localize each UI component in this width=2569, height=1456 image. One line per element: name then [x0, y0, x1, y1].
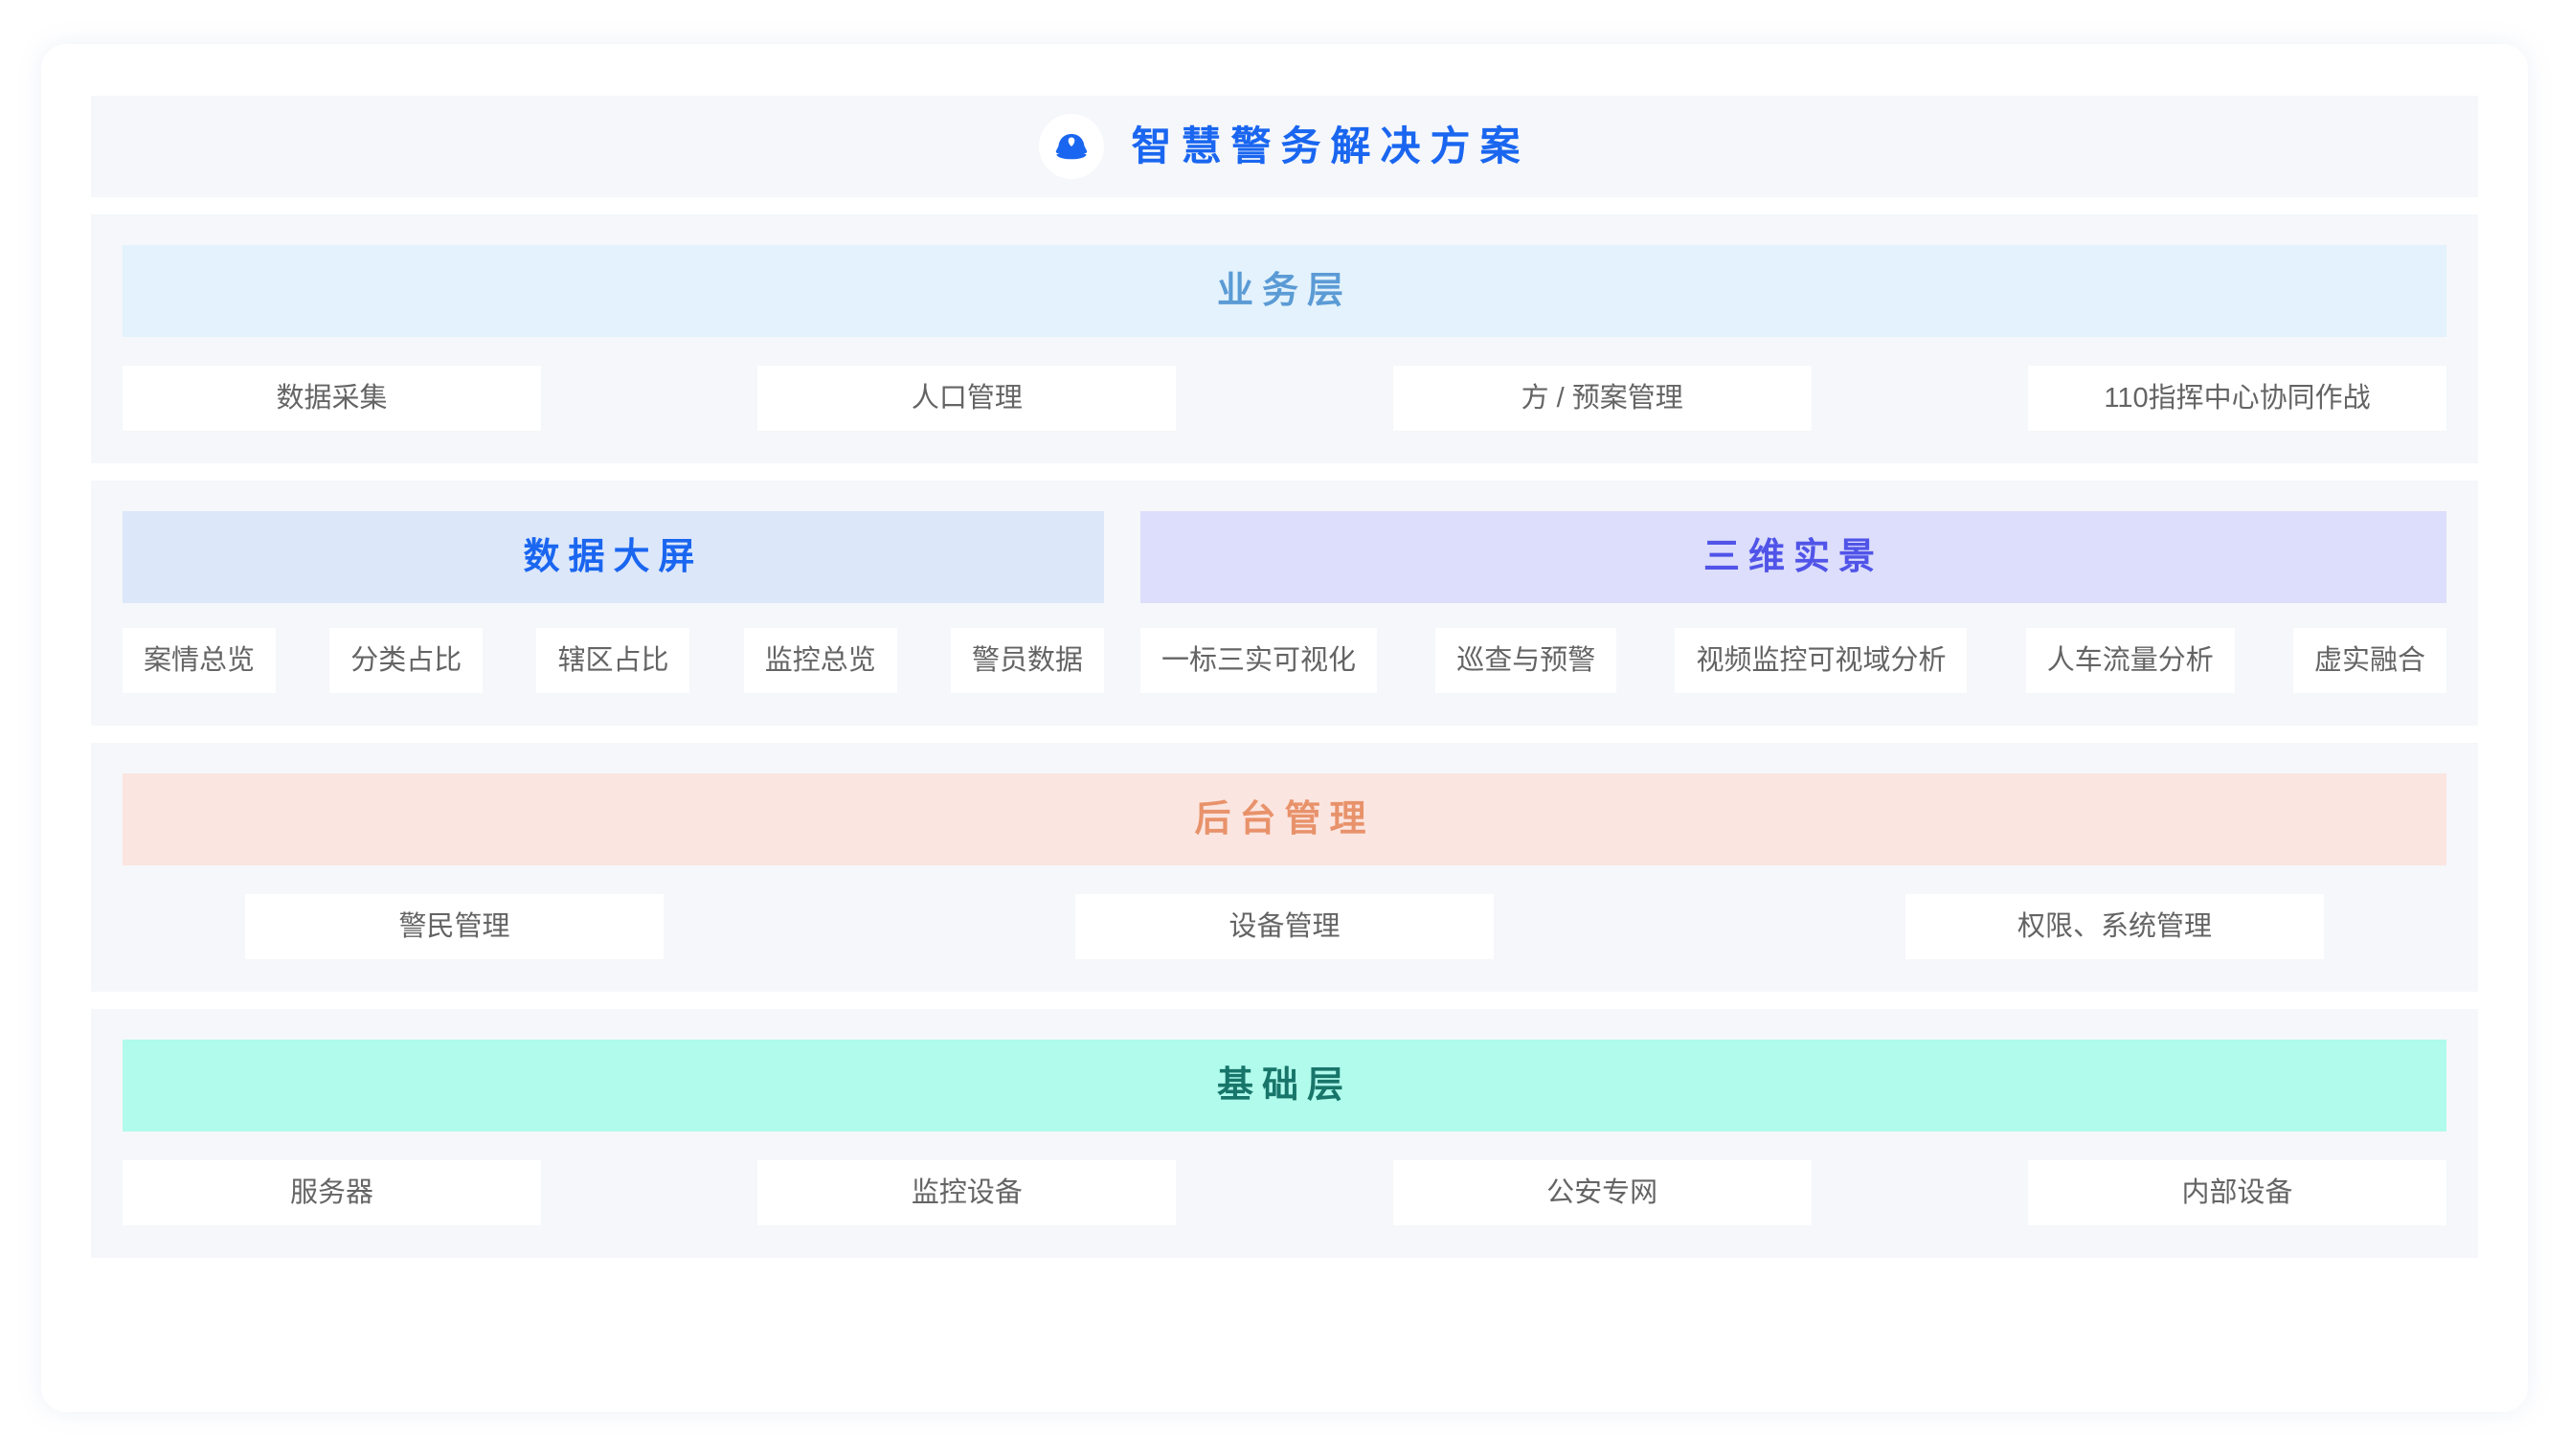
- list-item[interactable]: 方 / 预案管理: [1392, 366, 1812, 431]
- list-item[interactable]: 服务器: [123, 1160, 541, 1225]
- section-three-d-band: 三维实景: [1140, 511, 2446, 603]
- section-backend-cards: 警民管理 设备管理 权限、系统管理: [123, 894, 2446, 959]
- page-title: 智慧警务解决方案: [1131, 123, 1530, 168]
- section-middle-row: 数据大屏 案情总览 分类占比 辖区占比 监控总览 警员数据 三维实景: [91, 481, 2478, 726]
- list-item[interactable]: 巡查与预警: [1435, 628, 1617, 693]
- list-item[interactable]: 视频监控可视域分析: [1675, 628, 1968, 693]
- list-item[interactable]: 警员数据: [950, 628, 1104, 693]
- header-band: 智慧警务解决方案: [91, 96, 2478, 197]
- section-backend-title: 后台管理: [1194, 799, 1375, 840]
- solution-card-frame: 智慧警务解决方案 业务层 数据采集 人口管理 方 / 预案管理 110指挥中心协…: [41, 44, 2528, 1412]
- list-item[interactable]: 人口管理: [757, 366, 1177, 431]
- architecture-diagram: 智慧警务解决方案 业务层 数据采集 人口管理 方 / 预案管理 110指挥中心协…: [91, 96, 2478, 1360]
- section-data-screen-cards: 案情总览 分类占比 辖区占比 监控总览 警员数据: [123, 628, 1104, 693]
- list-item[interactable]: 监控设备: [757, 1160, 1177, 1225]
- section-data-screen-title: 数据大屏: [523, 537, 704, 577]
- list-item[interactable]: 辖区占比: [536, 628, 690, 693]
- section-business: 业务层 数据采集 人口管理 方 / 预案管理 110指挥中心协同作战: [91, 214, 2478, 463]
- police-cap-icon: [1039, 114, 1105, 179]
- section-backend-band: 后台管理: [123, 773, 2446, 865]
- list-item[interactable]: 案情总览: [123, 628, 277, 693]
- list-item[interactable]: 110指挥中心协同作战: [2027, 366, 2446, 431]
- section-foundation: 基础层 服务器 监控设备 公安专网 内部设备: [91, 1009, 2478, 1258]
- section-business-band: 业务层: [123, 245, 2446, 337]
- list-item[interactable]: 虚实融合: [2292, 628, 2446, 693]
- list-item[interactable]: 人车流量分析: [2025, 628, 2235, 693]
- section-three-d: 三维实景 一标三实可视化 巡查与预警 视频监控可视域分析 人车流量分析 虚实融合: [1140, 511, 2446, 693]
- section-business-cards: 数据采集 人口管理 方 / 预案管理 110指挥中心协同作战: [123, 366, 2446, 431]
- section-three-d-title: 三维实景: [1702, 537, 1883, 577]
- list-item[interactable]: 设备管理: [1075, 894, 1494, 959]
- list-item[interactable]: 权限、系统管理: [1905, 894, 2324, 959]
- section-data-screen-band: 数据大屏: [123, 511, 1104, 603]
- section-foundation-cards: 服务器 监控设备 公安专网 内部设备: [123, 1160, 2446, 1225]
- section-foundation-band: 基础层: [123, 1040, 2446, 1131]
- section-foundation-title: 基础层: [1216, 1065, 1352, 1106]
- section-business-title: 业务层: [1216, 271, 1352, 311]
- list-item[interactable]: 数据采集: [123, 366, 541, 431]
- list-item[interactable]: 分类占比: [329, 628, 484, 693]
- section-data-screen: 数据大屏 案情总览 分类占比 辖区占比 监控总览 警员数据: [123, 511, 1104, 693]
- list-item[interactable]: 公安专网: [1392, 1160, 1812, 1225]
- section-three-d-cards: 一标三实可视化 巡查与预警 视频监控可视域分析 人车流量分析 虚实融合: [1140, 628, 2446, 693]
- list-item[interactable]: 警民管理: [245, 894, 664, 959]
- list-item[interactable]: 内部设备: [2027, 1160, 2446, 1225]
- list-item[interactable]: 一标三实可视化: [1140, 628, 1378, 693]
- section-backend: 后台管理 警民管理 设备管理 权限、系统管理: [91, 743, 2478, 992]
- list-item[interactable]: 监控总览: [743, 628, 897, 693]
